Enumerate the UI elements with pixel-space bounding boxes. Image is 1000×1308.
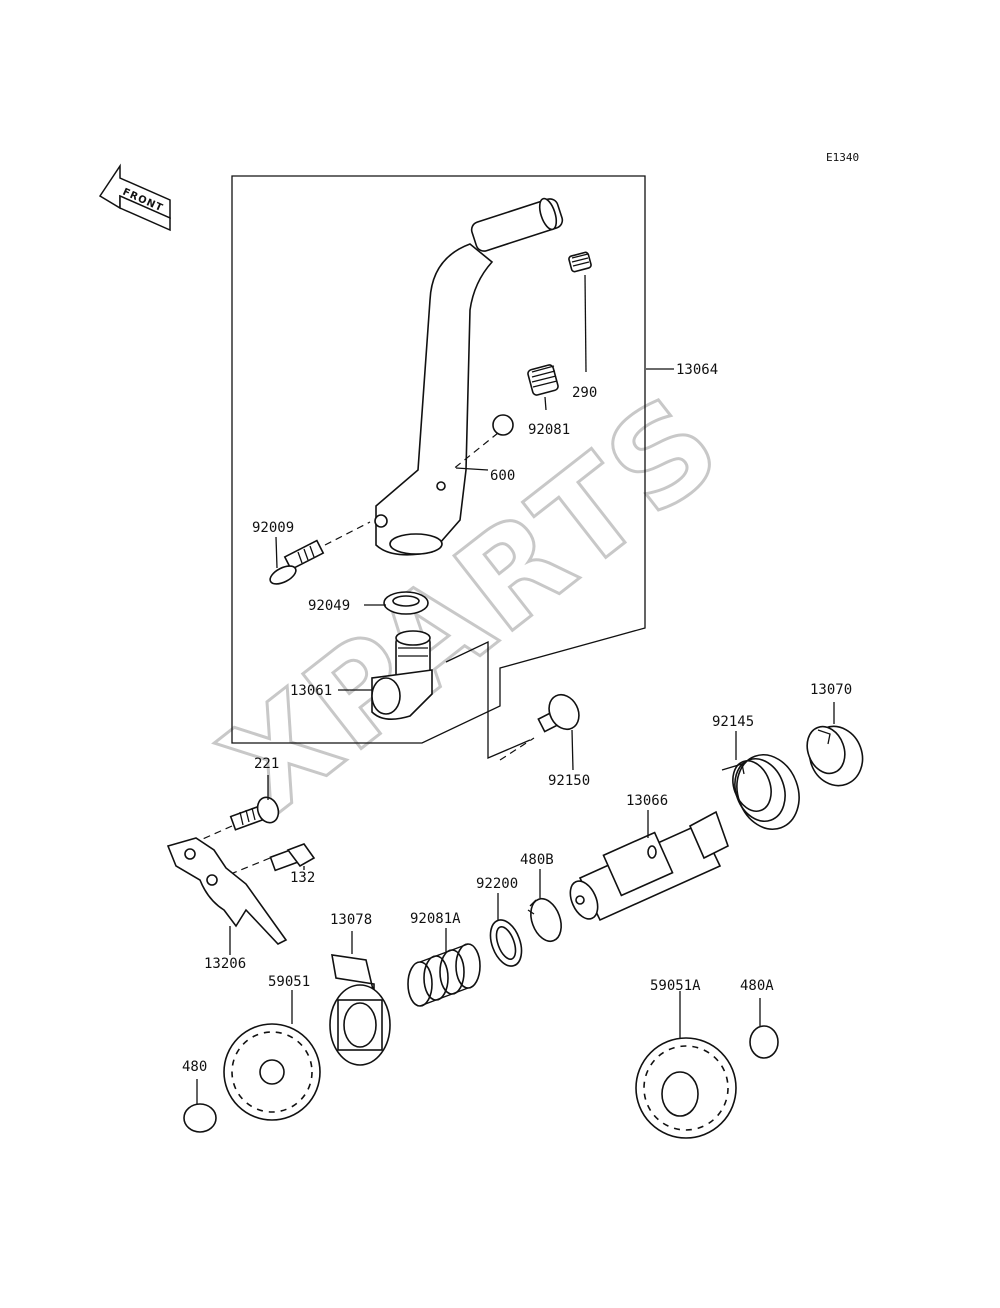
label-92081A: 92081A [410, 911, 461, 927]
circlip-480-part [183, 1103, 217, 1133]
label-13070: 13070 [810, 682, 852, 698]
ratchet-13078-part [329, 954, 391, 1066]
label-221: 221 [254, 756, 279, 772]
spring-92145-part [721, 754, 800, 830]
leader-290 [584, 274, 587, 373]
label-59051: 59051 [268, 974, 310, 990]
label-92081: 92081 [528, 422, 570, 438]
label-92049: 92049 [308, 598, 350, 614]
spring-290-part [568, 251, 592, 273]
gear-59051-part [223, 1023, 321, 1121]
bolt-221-part [229, 796, 280, 831]
front-arrow-icon: FRONT [98, 163, 171, 232]
dash-92150 [499, 737, 535, 761]
label-13066: 13066 [626, 793, 668, 809]
label-132: 132 [290, 870, 315, 886]
kick-boss-13061-part [371, 630, 433, 720]
label-13078: 13078 [330, 912, 372, 928]
label-59051A: 59051A [650, 978, 701, 994]
spring-92081A-part [407, 943, 481, 1007]
label-13206: 13206 [204, 956, 246, 972]
kick-lever-part [374, 197, 564, 556]
label-480A: 480A [740, 978, 774, 994]
plate-13206-part [166, 837, 288, 945]
label-480: 480 [182, 1059, 207, 1075]
bolt-132-part [269, 843, 316, 872]
label-480B: 480B [520, 852, 554, 868]
leader-600 [455, 467, 489, 471]
dash-600 [451, 432, 499, 471]
assembly-boundary [231, 175, 646, 744]
label-92009: 92009 [252, 520, 294, 536]
leader-92009 [275, 536, 278, 569]
collar-13070-part [806, 725, 864, 787]
label-290: 290 [572, 385, 597, 401]
washer-92049-part [383, 591, 429, 615]
label-600: 600 [490, 468, 515, 484]
circlip-480B-part [527, 897, 562, 943]
leader-92081 [544, 396, 547, 411]
watermark-text: XPARTS [195, 365, 749, 845]
leader-92150 [571, 729, 574, 771]
circlip-480A-part [749, 1025, 779, 1059]
dash-92009 [324, 521, 371, 546]
ball-600-part [492, 414, 514, 436]
bolt-92150-part [537, 693, 580, 733]
label-92145: 92145 [712, 714, 754, 730]
label-13064: 13064 [676, 362, 718, 378]
dash-221 [195, 825, 233, 843]
gear-59051A-part [635, 1037, 737, 1139]
spring-92081-part [527, 364, 559, 396]
label-92150: 92150 [548, 773, 590, 789]
washer-92200-part [489, 919, 523, 967]
kick-shaft-13066-part [569, 810, 729, 922]
label-13061: 13061 [290, 683, 332, 699]
connector-13061-92150 [445, 640, 531, 759]
label-92200: 92200 [476, 876, 518, 892]
bolt-92009-part [269, 539, 325, 585]
diagram-code: E1340 [826, 151, 859, 164]
watermark: XPARTS [194, 363, 751, 846]
